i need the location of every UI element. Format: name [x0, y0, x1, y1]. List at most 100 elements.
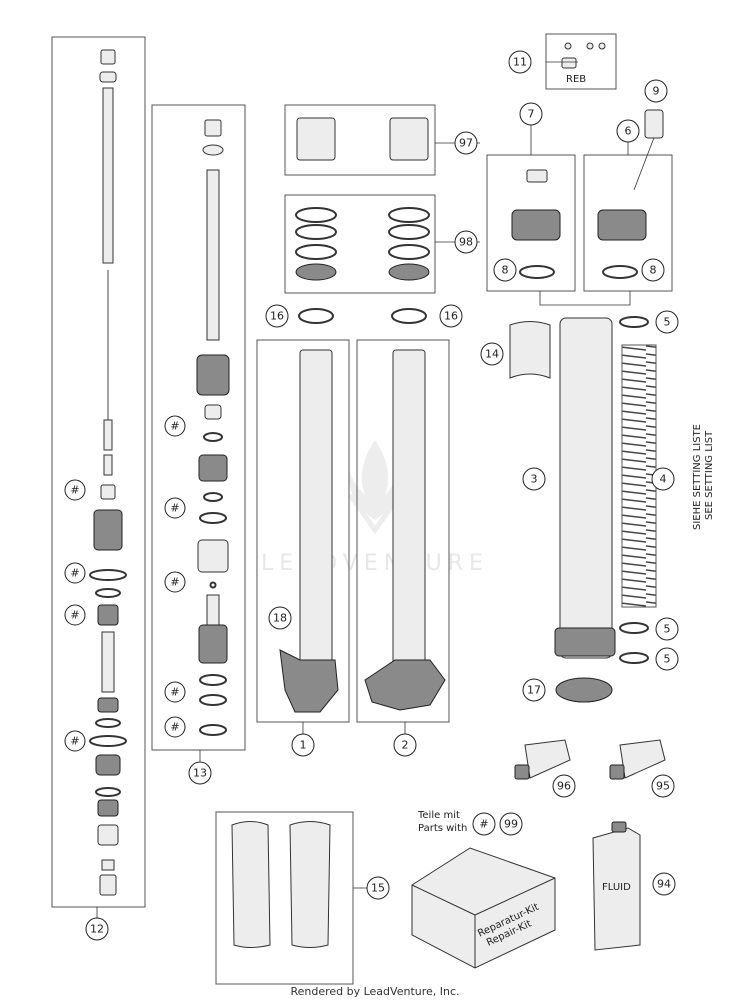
- reb-label: REB: [566, 74, 586, 85]
- callout-11: [508, 50, 532, 74]
- spring-seat-5-bottom: [619, 652, 649, 664]
- callout-97: [454, 131, 478, 155]
- callout-2-text: 2: [402, 739, 409, 752]
- clamp-17: [555, 677, 613, 703]
- spring-seat-5-top: [619, 316, 649, 328]
- callout-5-top-text: 5: [664, 316, 671, 329]
- callout-hash-99-text: #: [479, 818, 488, 831]
- callout-16-right-text: 16: [444, 310, 458, 323]
- callout-18-text: 18: [273, 612, 287, 625]
- callout-13-text: 13: [193, 767, 207, 780]
- callout-hash-4: [64, 730, 86, 752]
- callout-15-text: 15: [371, 882, 385, 895]
- callout-hash-3: [64, 604, 86, 626]
- grease-tube-95: [609, 739, 666, 780]
- callout-12-text: 12: [90, 923, 104, 936]
- callout-98: [454, 230, 478, 254]
- callout-16-left: [265, 304, 289, 328]
- callout-hash-7-text: #: [170, 576, 179, 589]
- parts-with: Parts with: [418, 823, 467, 834]
- see-setting-list: SEE SETTING LIST: [704, 430, 715, 520]
- setting-list-note: SIEHE SETTING LISTE SEE SETTING LIST: [692, 424, 715, 530]
- inner-tube-3: [554, 317, 616, 659]
- callout-98-text: 98: [459, 236, 473, 249]
- fork-cap-6: [583, 109, 673, 292]
- callout-hash-4-text: #: [70, 735, 79, 748]
- leader-lines: [96, 61, 629, 918]
- screws-11: REB: [545, 33, 617, 90]
- callout-hash-8-text: #: [170, 686, 179, 699]
- spring-seat-5-mid: [619, 622, 649, 634]
- callout-3: [522, 467, 546, 491]
- callout-7: [519, 102, 543, 126]
- callout-14-text: 14: [485, 348, 499, 361]
- callout-5-mid-text: 5: [664, 623, 671, 636]
- callout-2: [393, 733, 417, 757]
- outer-tube-1: [256, 339, 350, 723]
- callout-hash-1-text: #: [70, 484, 79, 497]
- cartridge-assembly-13: [151, 104, 246, 751]
- callout-6-text: 6: [625, 125, 632, 138]
- callout-9: [644, 79, 668, 103]
- fluid-label: FLUID: [602, 882, 631, 893]
- callouts: 12 13 97 98 16 16 7 9 6 8 8 11 5 5 5 14 …: [64, 50, 679, 941]
- watermark-text: LEADVENTURE: [261, 551, 489, 576]
- callout-18: [268, 606, 292, 630]
- protector-set-15: [215, 811, 354, 985]
- callout-99-text: 99: [504, 818, 518, 831]
- bushing-set-97: [284, 104, 436, 176]
- callout-hash-5-text: #: [170, 420, 179, 433]
- callout-hash-99: [472, 812, 496, 836]
- callout-5-bottom-text: 5: [664, 653, 671, 666]
- spring-4: [621, 344, 657, 608]
- callout-1: [291, 733, 315, 757]
- callout-12: [85, 917, 109, 941]
- callout-8-right: [641, 258, 665, 282]
- callout-5-bottom: [655, 647, 679, 671]
- callout-8-left-text: 8: [502, 264, 509, 277]
- callout-99: [499, 812, 523, 836]
- callout-97-text: 97: [459, 137, 473, 150]
- cartridge-assembly-12: [51, 36, 146, 908]
- callout-95-text: 95: [656, 780, 670, 793]
- callout-16-right: [439, 304, 463, 328]
- callout-17-text: 17: [527, 684, 541, 697]
- callout-hash-2-text: #: [70, 567, 79, 580]
- callout-hash-1: [64, 479, 86, 501]
- callout-hash-6: [164, 497, 186, 519]
- callout-7-text: 7: [528, 108, 535, 121]
- teile-mit: Teile mit: [417, 810, 460, 821]
- callout-15: [366, 876, 390, 900]
- callout-5-mid: [655, 617, 679, 641]
- callout-hash-9: [164, 716, 186, 738]
- grease-tube-96: [514, 739, 571, 780]
- fork-cap-7: [486, 154, 576, 292]
- callout-8-right-text: 8: [650, 264, 657, 277]
- callout-3-text: 3: [531, 473, 538, 486]
- callout-96: [552, 774, 576, 798]
- callout-hash-2: [64, 562, 86, 584]
- callout-11-text: 11: [513, 56, 527, 69]
- callout-4: [651, 467, 675, 491]
- callout-14: [480, 342, 504, 366]
- callout-9-text: 9: [653, 85, 660, 98]
- callout-6: [616, 119, 640, 143]
- callout-hash-3-text: #: [70, 609, 79, 622]
- callout-1-text: 1: [300, 739, 307, 752]
- callout-hash-6-text: #: [170, 502, 179, 515]
- callout-95: [651, 774, 675, 798]
- o-ring-16-right: [391, 308, 427, 324]
- callout-16-left-text: 16: [270, 310, 284, 323]
- callout-94-text: 94: [657, 878, 671, 891]
- callout-4-text: 4: [660, 473, 667, 486]
- callout-hash-7: [164, 571, 186, 593]
- watermark: LEADVENTURE: [261, 440, 489, 576]
- o-ring-16-left: [298, 308, 334, 324]
- repair-kit-box: Reparatur-Kit Repair-Kit: [411, 847, 556, 969]
- fluid-can-94: FLUID: [592, 821, 641, 951]
- callout-8-left: [493, 258, 517, 282]
- callout-94: [652, 872, 676, 896]
- seal-set-98: [284, 194, 436, 294]
- callout-96-text: 96: [557, 780, 571, 793]
